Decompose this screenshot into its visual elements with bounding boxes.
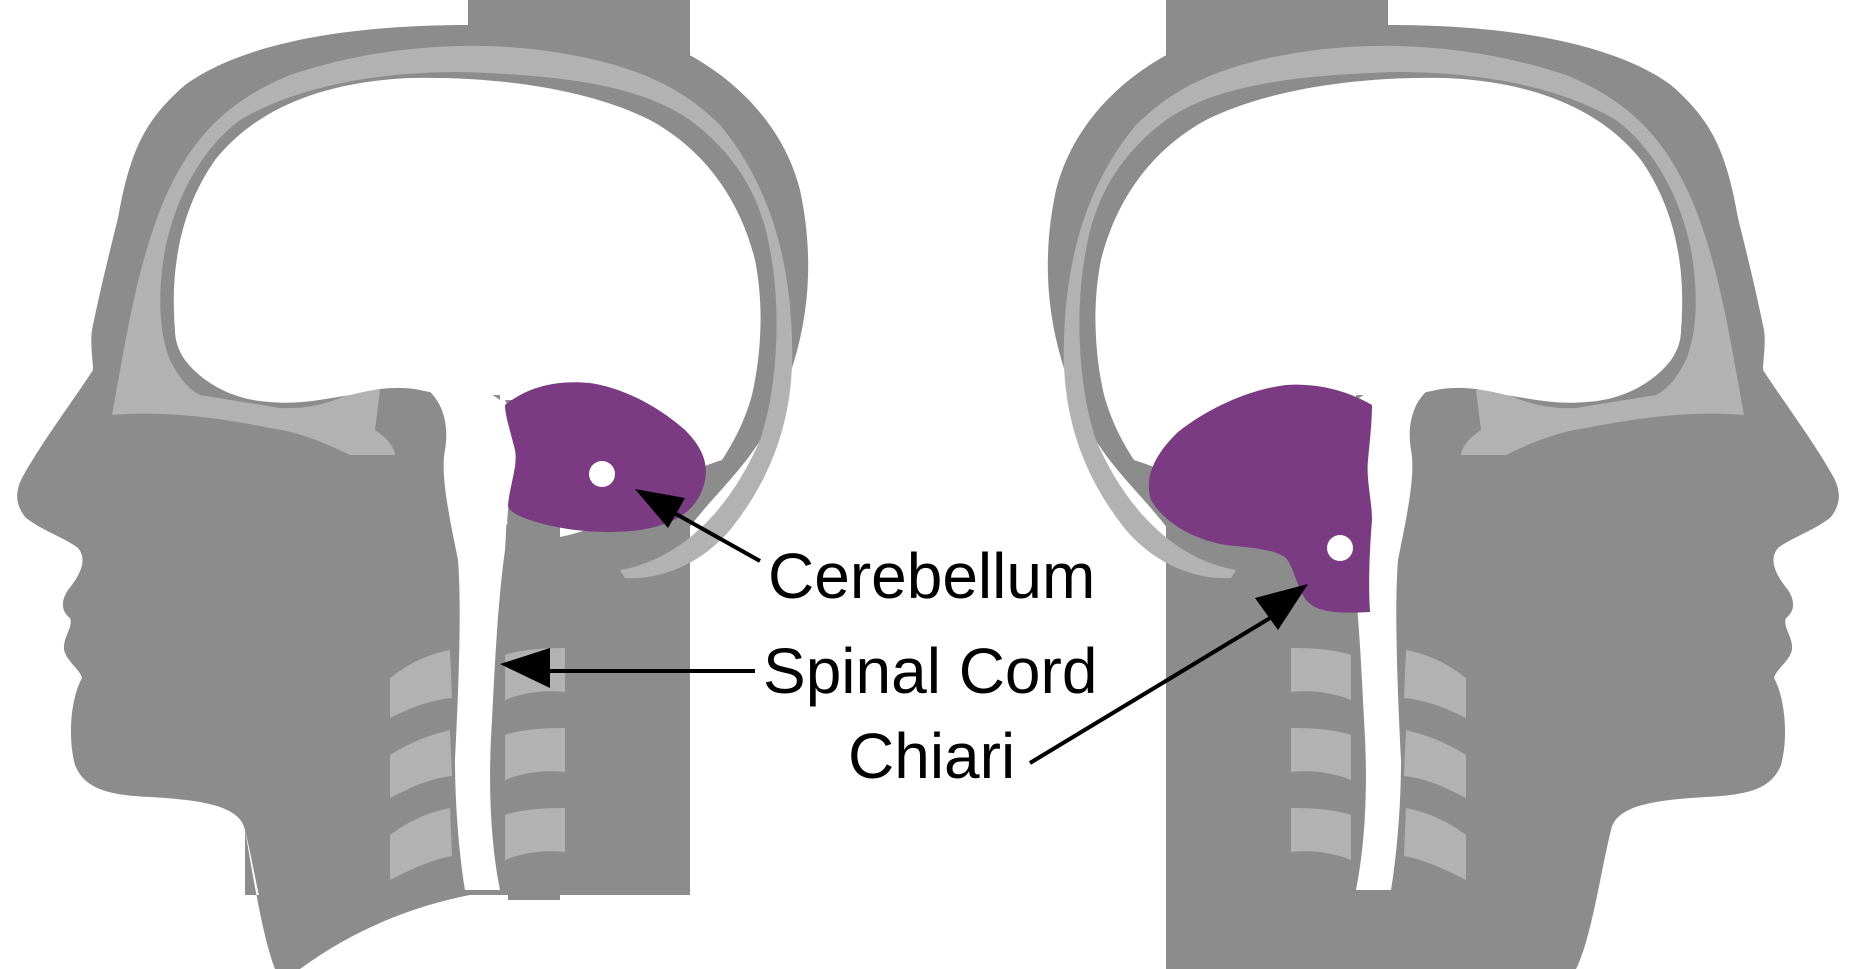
vertebrae-front [1404,650,1466,880]
vertebrae-front [390,650,452,880]
cerebellum-dot [1327,535,1353,561]
cerebellum-label: Cerebellum [768,540,1095,612]
vertebrae-back [1291,648,1351,860]
spinal-cord-label: Spinal Cord [763,635,1097,707]
chiari-head [926,0,1839,969]
chiari-label: Chiari [848,720,1015,792]
cerebellum-dot [589,461,615,487]
